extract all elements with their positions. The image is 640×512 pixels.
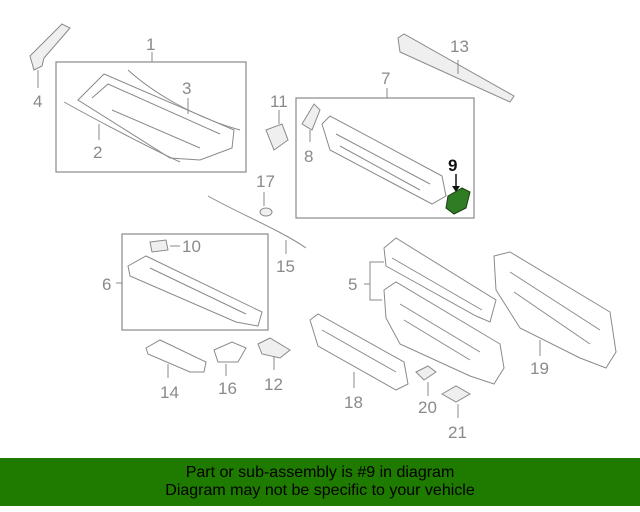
part-3-seal [127,69,241,131]
callout-11: 11 [270,92,288,111]
callout-17: 17 [256,172,275,191]
callout-7: 7 [381,69,390,88]
part-21-clip [440,385,472,403]
callout-10: 10 [182,237,201,256]
callout-5: 5 [348,275,357,294]
callout-8: 8 [304,147,313,166]
callout-21: 21 [448,423,467,442]
part-9-highlighted [445,187,471,215]
part-5-panel-upper [383,237,497,323]
callout-12: 12 [264,375,283,394]
part-4-bracket [29,23,71,88]
callout-15: 15 [276,257,295,276]
callout-19: 19 [530,359,549,378]
assembly-box-6 [121,233,269,331]
parts-diagram: 4 1 3 2 13 11 7 8 9 17 [29,23,617,442]
part-2-seal [63,101,181,163]
callout-2: 2 [93,143,102,162]
banner-line-1: Part or sub-assembly is #9 in diagram [185,464,455,481]
callout-14: 14 [160,383,179,402]
part-13-panel [397,33,515,103]
part-14-bracket [145,339,207,373]
callout-3: 3 [182,79,191,98]
part-18-panel [309,313,409,391]
assembly-box-7 [295,97,475,219]
callout-13: 13 [450,37,469,56]
part-17-clip [259,207,273,217]
callout-18: 18 [344,393,363,412]
callout-20: 20 [418,398,437,417]
part-15-seal [207,195,307,249]
info-banner: Part or sub-assembly is #9 in diagram Di… [0,458,640,506]
callout-6: 6 [102,275,111,294]
part-16-bracket [213,341,247,363]
part-11-bracket [265,123,289,151]
part-1-cowl-panel [77,73,235,161]
callout-9: 9 [448,156,457,175]
part-20-clip [415,365,437,381]
callout-4: 4 [33,92,42,111]
part-19-panel [493,251,617,369]
callout-16: 16 [218,379,237,398]
callout-1: 1 [146,35,155,54]
part-6-panel [127,255,263,327]
assembly-box-1 [55,61,247,173]
part-12-bracket [257,337,291,359]
part-10-pad [149,239,169,253]
part-5-panel-lower [383,281,505,385]
banner-line-2: Diagram may not be specific to your vehi… [165,482,475,499]
part-7-panel [321,115,447,205]
part-8-bracket [301,103,321,142]
